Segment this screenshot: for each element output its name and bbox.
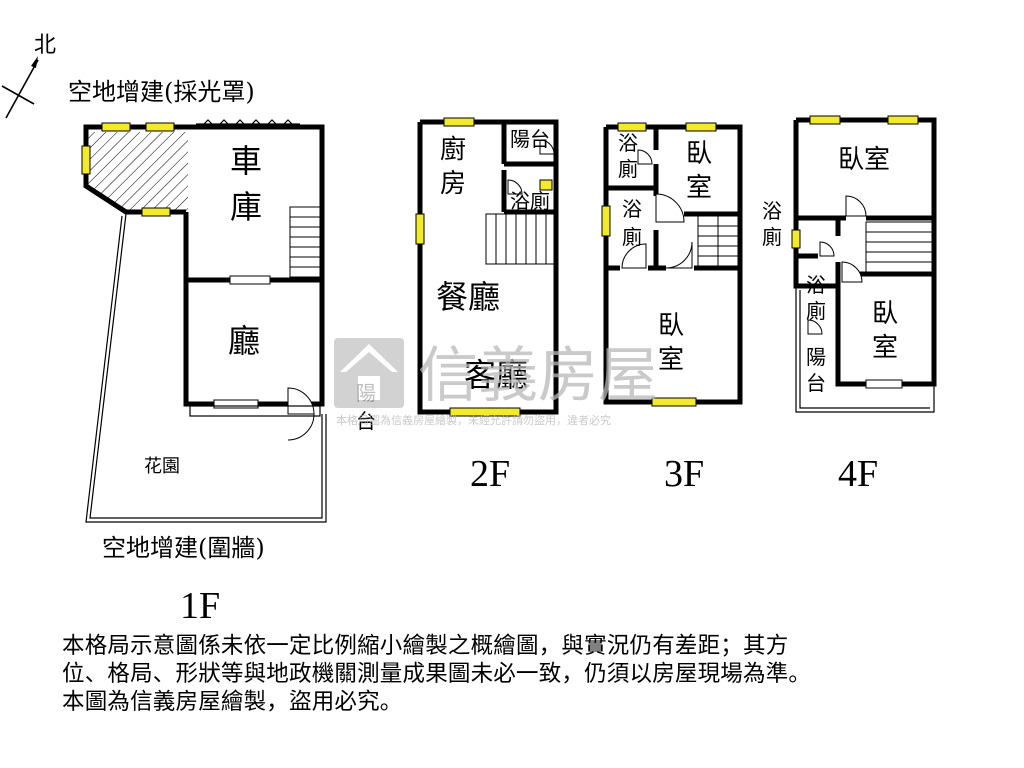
window-icon	[601, 205, 611, 237]
bedroom-label: 臥	[686, 139, 712, 169]
bath-label: 浴	[806, 273, 826, 297]
door-swing-icon	[655, 193, 685, 223]
window-icon	[145, 122, 175, 132]
bedroom-label: 室	[658, 345, 684, 375]
disclaimer-line: 本圖為信義房屋繪製，盜用必究。	[62, 689, 403, 715]
bedroom-label: 室	[872, 333, 898, 363]
bath-label: 廁	[618, 157, 638, 181]
window-icon	[449, 407, 521, 417]
disclaimer-line: 本格局示意圖係未依一定比例縮小繪製之概繪圖，與實況仍有差距；其方	[62, 633, 789, 659]
watermark-notice: 本格局圖為信義房屋繪製，未經允許請勿盜用，違者必究	[336, 413, 611, 427]
window-icon	[415, 213, 425, 245]
kitchen-label: 廚	[440, 135, 466, 165]
bath-label: 浴	[622, 197, 642, 221]
door-swing-icon	[845, 195, 867, 217]
bedroom-label: 室	[686, 173, 712, 203]
balcony-label: 台	[356, 409, 376, 433]
bath-label: 廁	[762, 225, 782, 249]
bath-label: 廁	[622, 225, 642, 249]
balcony-label: 陽	[806, 345, 826, 369]
window-icon	[443, 117, 475, 127]
watermark: 信義房屋 本格局圖為信義房屋繪製，未經允許請勿盜用，違者必究	[334, 338, 658, 427]
floor-3f-label: 3F	[664, 453, 704, 495]
door-swing-icon	[819, 241, 835, 257]
window-icon	[617, 122, 647, 132]
floor-4f-label: 4F	[838, 453, 878, 495]
window-icon	[887, 115, 919, 125]
stairs-icon	[485, 213, 555, 265]
dining-label: 餐廳	[436, 278, 500, 316]
north-arrow-icon: 北	[1, 33, 56, 119]
door-swing-icon	[287, 387, 315, 415]
bath-label: 浴	[618, 131, 638, 155]
door-swing-icon	[621, 243, 647, 269]
floor-3f-plan: 浴 廁 臥 室 浴 廁 臥 室 3F	[601, 122, 743, 495]
garage-label: 車	[230, 142, 262, 180]
window-icon	[685, 122, 717, 132]
stairs-icon	[865, 221, 933, 273]
bedroom-label: 臥	[658, 311, 684, 341]
floor-1f-plan: 空地增建(採光罩) 車 庫 廳 花園 陽 台 空地增建(圍牆) 1F	[68, 78, 376, 627]
hall-label: 廳	[228, 322, 260, 360]
disclaimer: 本格局示意圖係未依一定比例縮小繪製之概繪圖，與實況仍有差距；其方 位、格局、形狀…	[62, 632, 1012, 716]
window-icon	[81, 145, 91, 175]
watermark-brand: 信義房屋	[418, 341, 658, 411]
north-label: 北	[34, 33, 56, 58]
garage-door-icon	[199, 119, 297, 129]
bath-label: 浴廁	[510, 189, 550, 213]
window-icon	[791, 229, 801, 249]
window-icon	[101, 122, 131, 132]
door-swing-icon	[539, 139, 555, 155]
door-swing-icon	[507, 179, 523, 195]
floor-2f-plan: 廚 房 陽台 浴廁 餐廳 客廳 2F	[415, 117, 559, 495]
garage-label: 庫	[230, 188, 262, 226]
bedroom-label: 臥室	[838, 145, 890, 175]
skylight-annex-area	[88, 132, 188, 212]
window-icon	[539, 179, 553, 191]
disclaimer-line: 位、格局、形狀等與地政機關測量成果圖未必一致，仍須以房屋現場為準。	[62, 661, 812, 687]
living-label: 客廳	[464, 356, 528, 394]
window-icon	[809, 115, 841, 125]
floor-4f-plan: 臥室 浴 廁 浴 廁 陽 台 臥 室 4F	[762, 115, 937, 495]
bath-label: 廁	[806, 299, 826, 323]
brand-logo-icon	[334, 338, 404, 408]
bath-label: 浴	[762, 199, 782, 223]
bedroom-label: 臥	[872, 299, 898, 329]
door-swing-icon	[637, 149, 653, 165]
window-icon	[651, 397, 697, 407]
stairs-icon	[697, 215, 739, 267]
window-icon	[141, 207, 171, 217]
floor-1f-label: 1F	[180, 585, 220, 627]
door-swing-icon	[807, 319, 823, 335]
door-swing-icon	[665, 241, 693, 269]
balcony-label: 台	[806, 371, 826, 395]
annex-skylight-label: 空地增建(採光罩)	[68, 78, 255, 106]
door-swing-icon	[841, 261, 863, 283]
floor-2f-label: 2F	[470, 453, 510, 495]
garden-label: 花園	[144, 456, 180, 477]
kitchen-label: 房	[440, 169, 466, 199]
stairs-icon	[289, 206, 321, 278]
annex-wall-label: 空地增建(圍牆)	[102, 534, 265, 562]
balcony-label: 陽台	[510, 127, 550, 151]
